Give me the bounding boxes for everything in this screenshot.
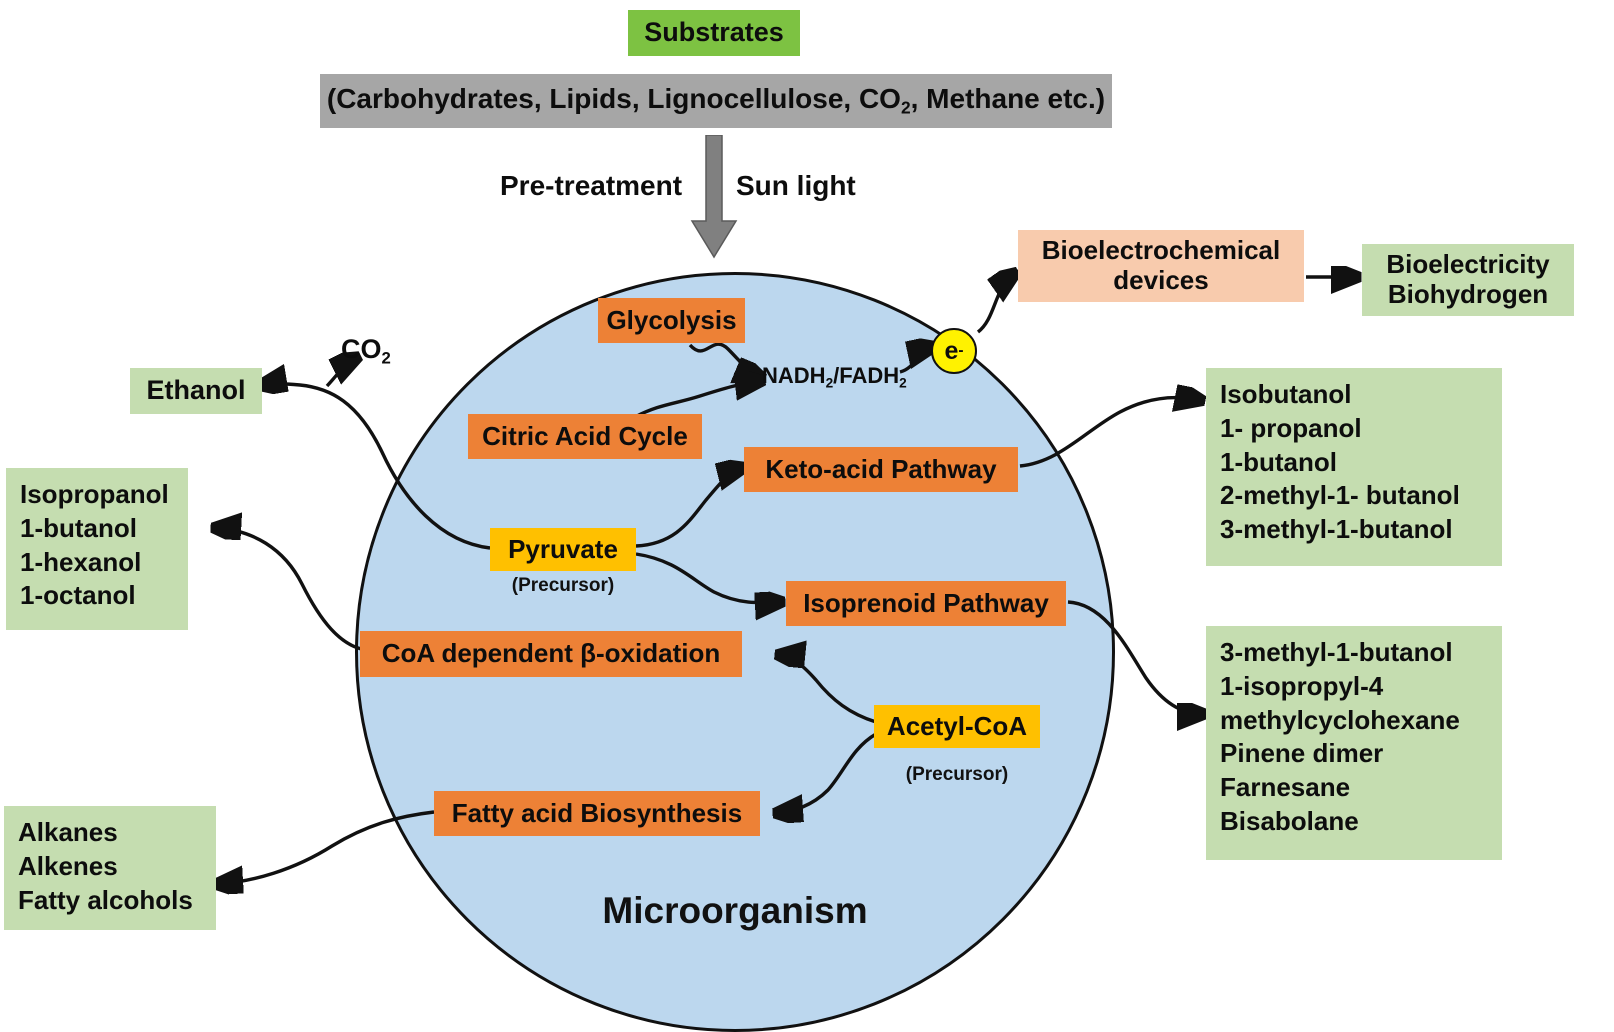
electron-node: e-	[931, 328, 977, 374]
bioelectricity-box: Bioelectricity Biohydrogen	[1362, 244, 1574, 316]
product-item: 3-methyl-1-butanol	[1220, 637, 1453, 667]
precursor-pyruvate: Pyruvate	[490, 528, 636, 571]
fatty-acid-products-box: Alkanes Alkenes Fatty alcohols	[4, 806, 216, 930]
pathway-isoprenoid: Isoprenoid Pathway	[786, 581, 1066, 626]
substrates-list-box: (Carbohydrates, Lipids, Lignocellulose, …	[320, 74, 1112, 128]
product-item: 1-octanol	[20, 580, 136, 611]
product-item: 1-butanol	[20, 512, 137, 543]
product-item: 1-butanol	[1220, 446, 1337, 477]
coa-products-box: Isopropanol 1-butanol 1-hexanol 1-octano…	[6, 468, 188, 630]
product-item: Isopropanol	[20, 479, 169, 509]
product-item: Pinene dimer	[1220, 738, 1384, 769]
sun-light-label: Sun light	[736, 170, 856, 201]
substrates-box: Substrates	[628, 10, 800, 56]
pathway-glycolysis: Glycolysis	[598, 298, 745, 343]
microorganism-label: Microorganism	[602, 890, 868, 931]
product-item: Farnesane	[1220, 772, 1351, 803]
bioelectricity-line-1: Bioelectricity	[1386, 249, 1550, 280]
product-item: 1-hexanol	[20, 546, 142, 577]
product-item: Alkanes	[18, 817, 118, 847]
precursor-pyruvate-caption: (Precursor)	[511, 575, 615, 596]
pathway-fatty-acid-biosynthesis: Fatty acid Biosynthesis	[434, 791, 760, 836]
product-item: 1-isopropyl-4	[1220, 670, 1384, 701]
pathway-citric-acid-cycle: Citric Acid Cycle	[468, 414, 702, 459]
bioelectrochemical-devices-box: Bioelectrochemical devices	[1018, 230, 1304, 302]
pathway-keto-acid: Keto-acid Pathway	[744, 447, 1018, 492]
product-item: Bisabolane	[1220, 805, 1359, 836]
pathway-coa-beta-oxidation: CoA dependent β-oxidation	[360, 631, 742, 677]
product-item: 2-methyl-1- butanol	[1220, 480, 1460, 511]
product-item: 3-methyl-1-butanol	[1220, 514, 1453, 545]
electron-charge: -	[958, 342, 964, 360]
bioelectricity-line-2: Biohydrogen	[1387, 279, 1549, 309]
isoprenoid-products-box: 3-methyl-1-butanol 1-isopropyl-4 methylc…	[1206, 626, 1502, 860]
product-item: methylcyclohexane	[1220, 704, 1460, 735]
product-item: 1- propanol	[1220, 412, 1362, 443]
product-item: Isobutanol	[1220, 379, 1352, 409]
electron-label: e	[944, 336, 959, 365]
nadh-fadh-label: NADH2/FADH2	[762, 363, 907, 391]
product-item: Alkenes	[18, 850, 118, 881]
precursor-acetyl-coa-caption: (Precursor)	[905, 764, 1009, 785]
keto-acid-products-box: Isobutanol 1- propanol 1-butanol 2-methy…	[1206, 368, 1502, 566]
ethanol-box: Ethanol	[130, 368, 262, 414]
substrate-feed-arrow	[686, 134, 742, 265]
precursor-acetyl-coa: Acetyl-CoA	[874, 705, 1040, 748]
substrates-list-text: (Carbohydrates, Lipids, Lignocellulose, …	[326, 83, 1106, 118]
product-item: Fatty alcohols	[18, 884, 193, 915]
pre-treatment-label: Pre-treatment	[500, 170, 683, 201]
co2-label: CO2	[341, 334, 391, 368]
